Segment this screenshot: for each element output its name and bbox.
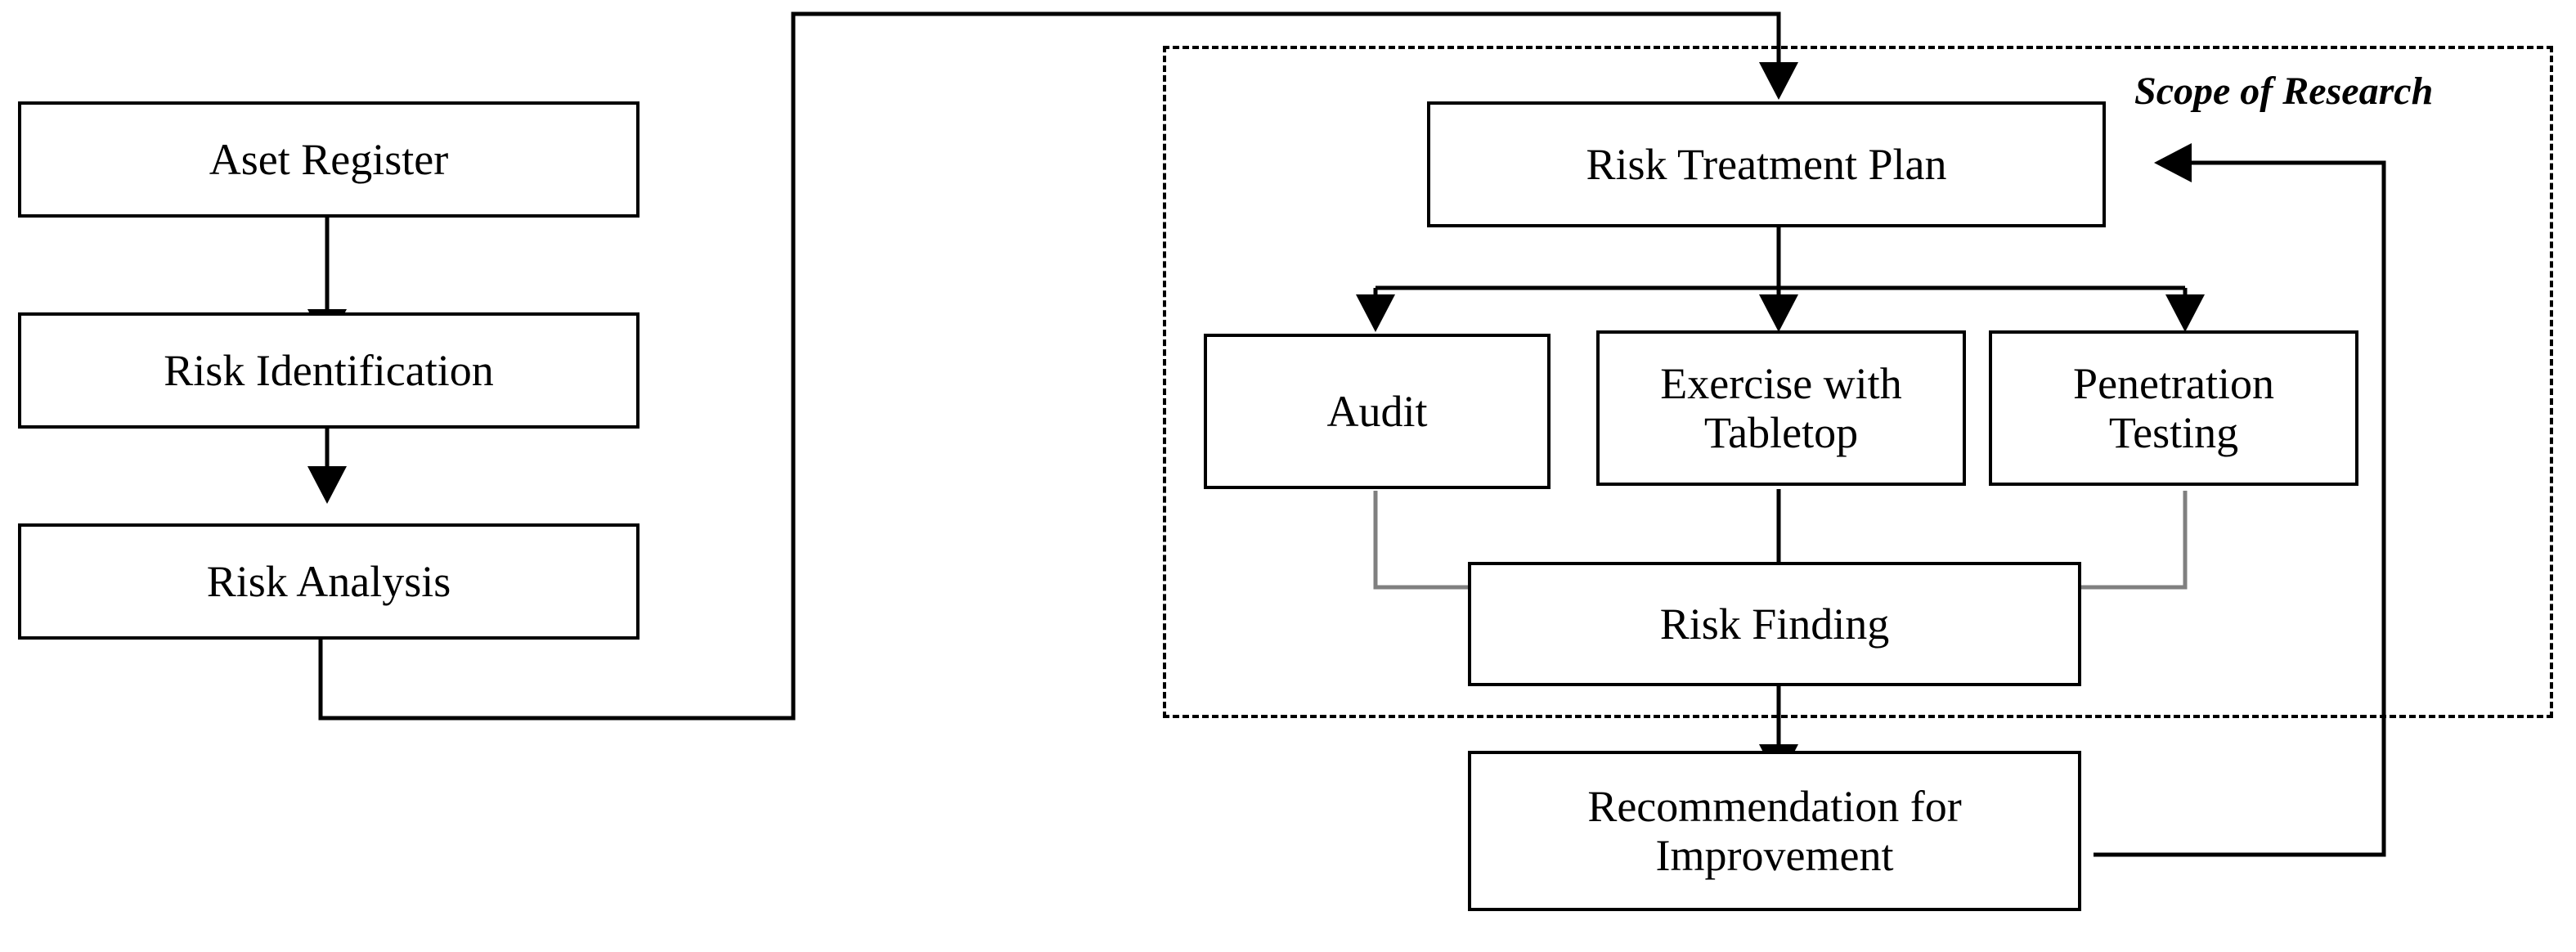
node-recommendation-line-2: Improvement — [1655, 831, 1894, 880]
node-penetration-testing[interactable]: Penetration Testing — [1989, 330, 2358, 486]
node-exercise-with-tabletop-label: Exercise with Tabletop — [1600, 359, 1963, 458]
node-risk-analysis-label: Risk Analysis — [206, 556, 451, 606]
node-recommendation-for-improvement[interactable]: Recommendation for Improvement — [1468, 751, 2081, 911]
node-exercise-line-2: Tabletop — [1703, 408, 1859, 457]
node-risk-analysis[interactable]: Risk Analysis — [18, 523, 640, 640]
node-aset-register[interactable]: Aset Register — [18, 101, 640, 218]
node-penetration-line-1: Penetration — [2073, 358, 2274, 408]
node-exercise-with-tabletop[interactable]: Exercise with Tabletop — [1596, 330, 1966, 486]
node-risk-identification[interactable]: Risk Identification — [18, 312, 640, 429]
node-penetration-testing-label: Penetration Testing — [1992, 359, 2355, 458]
node-exercise-line-1: Exercise with — [1660, 358, 1902, 408]
node-risk-finding-label: Risk Finding — [1659, 599, 1890, 649]
node-penetration-line-2: Testing — [2108, 408, 2239, 457]
scope-of-research-label: Scope of Research — [2134, 70, 2434, 113]
node-risk-treatment-plan-label: Risk Treatment Plan — [1586, 139, 1947, 189]
node-recommendation-label: Recommendation for Improvement — [1471, 782, 2078, 881]
edge-identification-to-analysis — [307, 415, 347, 504]
node-risk-identification-label: Risk Identification — [164, 345, 494, 395]
node-recommendation-line-1: Recommendation for — [1587, 781, 1962, 831]
node-risk-finding[interactable]: Risk Finding — [1468, 562, 2081, 686]
node-audit-label: Audit — [1326, 386, 1428, 436]
node-risk-treatment-plan[interactable]: Risk Treatment Plan — [1427, 101, 2106, 227]
node-aset-register-label: Aset Register — [209, 134, 449, 184]
node-audit[interactable]: Audit — [1204, 334, 1551, 489]
